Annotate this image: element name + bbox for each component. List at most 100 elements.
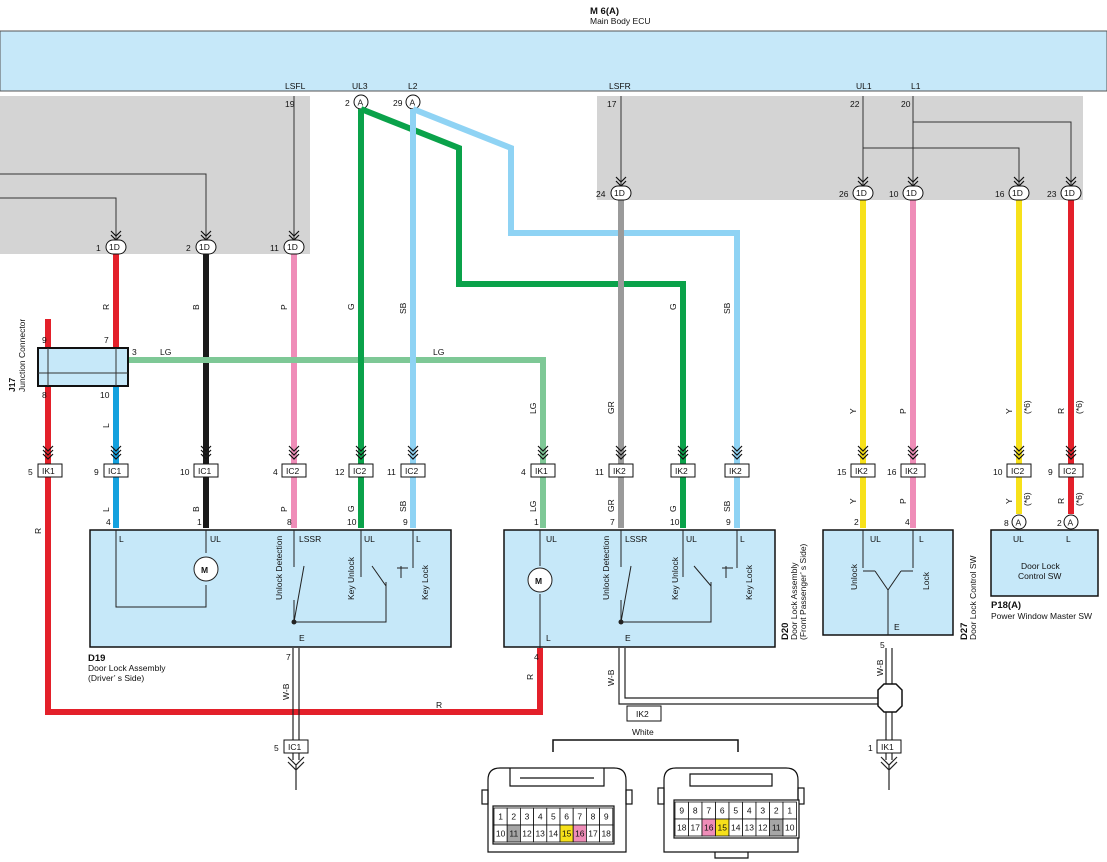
- svg-text:IC2: IC2: [405, 466, 419, 476]
- svg-text:Key Unlock: Key Unlock: [670, 556, 680, 600]
- svg-text:Door Lock Assembly: Door Lock Assembly: [789, 562, 799, 640]
- svg-text:Unlock: Unlock: [849, 563, 859, 590]
- svg-text:D27: D27: [959, 623, 970, 640]
- svg-text:IK1: IK1: [42, 466, 55, 476]
- svg-text:R: R: [436, 700, 442, 710]
- svg-text:9: 9: [94, 467, 99, 477]
- svg-text:P: P: [898, 498, 908, 504]
- svg-text:D19: D19: [88, 653, 105, 664]
- ik2-connector-ground: IK2: [626, 705, 662, 722]
- svg-text:B: B: [191, 304, 201, 310]
- svg-text:5: 5: [880, 640, 885, 650]
- ground-wires: [287, 648, 898, 790]
- ecu-pin-lsfr: LSFR 17: [607, 81, 631, 109]
- ic2-connector-sb: IC2 11: [387, 463, 426, 478]
- svg-text:2: 2: [186, 243, 191, 253]
- connector-1d-pin2: 1D 2: [186, 239, 217, 255]
- svg-text:LSFR: LSFR: [609, 81, 631, 91]
- component-d27: 2 4 UL L E 5 Unlock Lock D27 Door Lock C…: [822, 517, 978, 650]
- ik2-left-pin-label-12: 12: [522, 829, 532, 839]
- svg-text:Control SW: Control SW: [1018, 571, 1061, 581]
- svg-text:IK1: IK1: [535, 466, 548, 476]
- svg-text:29: 29: [393, 98, 403, 108]
- svg-text:B: B: [191, 506, 201, 512]
- ecu-code: M 6(A): [590, 6, 619, 17]
- ik2-left-pin-label-8: 8: [591, 812, 596, 822]
- ik2-left-pin-label-4: 4: [538, 812, 543, 822]
- svg-text:4: 4: [534, 652, 539, 662]
- svg-text:4: 4: [273, 467, 278, 477]
- svg-text:UL1: UL1: [856, 81, 872, 91]
- svg-text:SB: SB: [398, 500, 408, 512]
- svg-text:L1: L1: [911, 81, 921, 91]
- ik2-right-pin-label-16: 16: [704, 823, 714, 833]
- svg-text:24: 24: [596, 189, 606, 199]
- svg-text:11: 11: [387, 467, 396, 477]
- ik2-right-pin-label-8: 8: [693, 806, 698, 816]
- ecu-pin-l2: L2 29 A: [393, 81, 421, 110]
- svg-text:UL: UL: [364, 534, 375, 544]
- svg-text:L: L: [919, 534, 924, 544]
- svg-text:G: G: [346, 505, 356, 512]
- svg-text:16: 16: [995, 189, 1005, 199]
- svg-text:1D: 1D: [109, 242, 120, 252]
- svg-text:4: 4: [905, 517, 910, 527]
- ik2-left-pin-label-10: 10: [496, 829, 506, 839]
- svg-text:W-B: W-B: [606, 669, 616, 686]
- svg-text:UL: UL: [1013, 534, 1024, 544]
- component-p18: A A 8 2 UL L Door Lock Control SW P18(A)…: [990, 514, 1099, 621]
- ecu-pin-ul3: UL3 2 A: [345, 81, 369, 110]
- svg-text:Door Lock: Door Lock: [1021, 561, 1060, 571]
- ik2-left-pin-label-11: 11: [509, 829, 518, 839]
- svg-text:11: 11: [270, 243, 279, 253]
- svg-text:1: 1: [868, 743, 873, 753]
- svg-text:7: 7: [104, 335, 109, 345]
- svg-text:E: E: [894, 622, 900, 632]
- svg-text:4: 4: [521, 467, 526, 477]
- svg-text:IK2: IK2: [675, 466, 688, 476]
- svg-text:10: 10: [100, 390, 110, 400]
- ecu-pin-lsfl: LSFL 19: [285, 81, 306, 109]
- svg-text:IC1: IC1: [108, 466, 122, 476]
- connector-1d-pin1: 1D1: [96, 239, 127, 255]
- svg-text:L: L: [416, 534, 421, 544]
- svg-text:L: L: [119, 534, 124, 544]
- svg-text:15: 15: [837, 467, 847, 477]
- svg-text:Y: Y: [848, 498, 858, 504]
- connector-1d-pin24: 1D 24: [596, 185, 632, 201]
- ik2-right-pin-label-5: 5: [733, 806, 738, 816]
- svg-text:2: 2: [345, 98, 350, 108]
- svg-text:7: 7: [286, 652, 291, 662]
- svg-text:10: 10: [180, 467, 190, 477]
- svg-text:IK2: IK2: [636, 709, 649, 719]
- ik2-right-pin-label-14: 14: [731, 823, 741, 833]
- svg-text:10: 10: [347, 517, 357, 527]
- svg-text:17: 17: [607, 99, 617, 109]
- svg-text:1D: 1D: [199, 242, 210, 252]
- svg-text:4: 4: [106, 517, 111, 527]
- svg-text:10: 10: [670, 517, 680, 527]
- svg-text:1D: 1D: [906, 188, 917, 198]
- svg-text:Unlock Detection: Unlock Detection: [601, 535, 611, 600]
- svg-text:IC2: IC2: [286, 466, 300, 476]
- svg-text:1: 1: [534, 517, 539, 527]
- svg-text:IK2: IK2: [905, 466, 918, 476]
- ik2-left-pin-label-5: 5: [551, 812, 556, 822]
- svg-text:1D: 1D: [614, 188, 625, 198]
- ik2-right-pin-label-7: 7: [706, 806, 711, 816]
- svg-text:1D: 1D: [1012, 188, 1023, 198]
- ik2-right-pin-label-15: 15: [718, 823, 728, 833]
- ik2-right-pin-label-18: 18: [677, 823, 687, 833]
- ik2-right-pin-label-6: 6: [720, 806, 725, 816]
- svg-text:A: A: [1068, 518, 1074, 528]
- svg-text:UL: UL: [686, 534, 697, 544]
- svg-text:IC1: IC1: [198, 466, 212, 476]
- svg-text:IC2: IC2: [1063, 466, 1077, 476]
- svg-text:12: 12: [335, 467, 345, 477]
